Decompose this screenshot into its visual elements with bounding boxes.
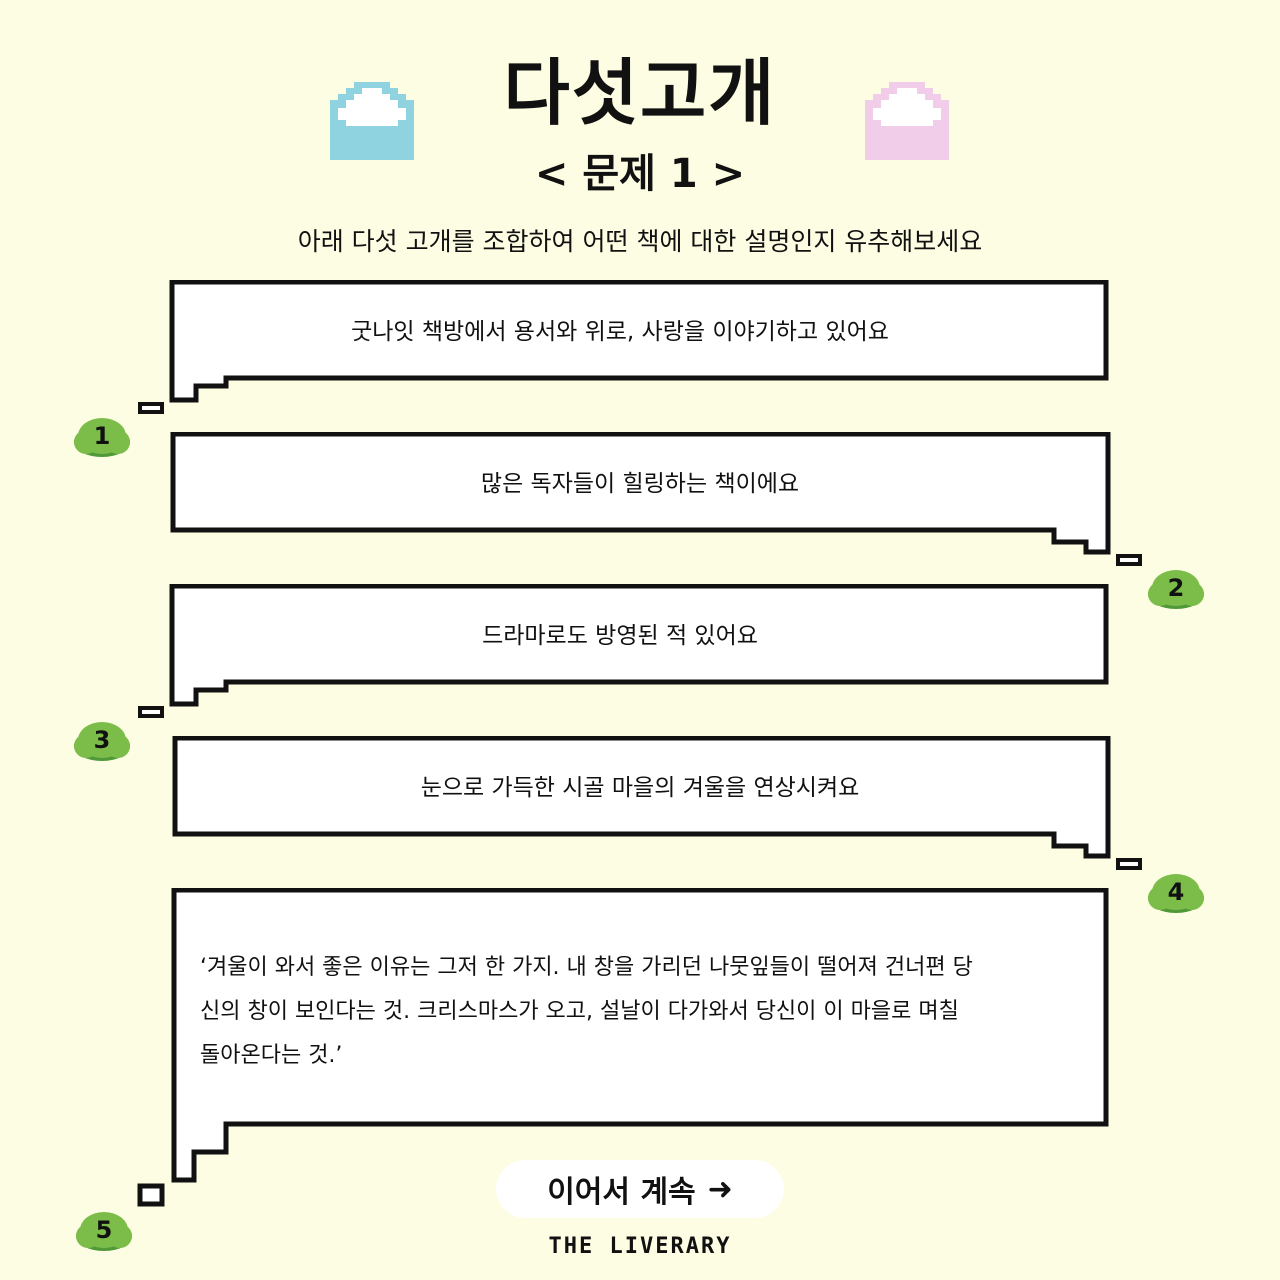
clue-bubble-5: ‘겨울이 와서 좋은 이유는 그저 한 가지. 내 창을 가리던 나뭇잎들이 떨… xyxy=(130,888,1110,1210)
clue-bubble-3: 드라마로도 방영된 적 있어요 xyxy=(130,584,1110,724)
green-bush-icon xyxy=(74,722,130,761)
green-bush-icon xyxy=(74,418,130,457)
clue-number-3: 3 xyxy=(93,726,111,754)
green-bush-icon xyxy=(76,1212,132,1251)
clue-number-2: 2 xyxy=(1167,574,1185,602)
clue-bubble-4: 눈으로 가득한 시골 마을의 겨울을 연상시켜요 xyxy=(170,736,1150,876)
green-bush-icon xyxy=(1148,570,1204,609)
continue-button-label: 이어서 계속 xyxy=(547,1175,696,1210)
clue-number-1: 1 xyxy=(93,422,111,450)
clue-number-5: 5 xyxy=(95,1216,113,1244)
clue-bubble-1: 굿나잇 책방에서 용서와 위로, 사랑을 이야기하고 있어요 xyxy=(130,280,1110,420)
page-subtitle: < 문제 1 > xyxy=(534,151,746,197)
pink-envelope-icon xyxy=(865,82,949,160)
clue-number-badge-5: 5 xyxy=(74,1206,134,1254)
green-bush-icon xyxy=(1148,874,1204,913)
page-title: 다섯고개 xyxy=(503,51,777,135)
clue-5-line-1: ‘겨울이 와서 좋은 이유는 그저 한 가지. 내 창을 가리던 나뭇잎들이 떨… xyxy=(200,955,973,980)
clue-text-3: 드라마로도 방영된 적 있어요 xyxy=(482,623,758,649)
clue-bubble-2: 많은 독자들이 힐링하는 책이에요 xyxy=(170,432,1150,572)
clue-number-badge-1: 1 xyxy=(72,412,132,460)
brand-footer: THE LIVERARY xyxy=(548,1234,732,1259)
blue-envelope-icon xyxy=(330,82,414,160)
clue-5-line-2: 신의 창이 보인다는 것. 크리스마스가 오고, 설날이 다가와서 당신이 이 … xyxy=(200,999,959,1024)
clue-text-2: 많은 독자들이 힐링하는 책이에요 xyxy=(480,471,800,497)
arrow-right-icon: ➜ xyxy=(707,1171,733,1207)
clue-number-badge-2: 2 xyxy=(1146,564,1206,612)
clue-text-5: ‘겨울이 와서 좋은 이유는 그저 한 가지. 내 창을 가리던 나뭇잎들이 떨… xyxy=(200,946,1000,1078)
clue-number-badge-3: 3 xyxy=(72,716,132,764)
clue-5-line-3: 돌아온다는 것.’ xyxy=(200,1043,343,1068)
continue-button[interactable]: 이어서 계속 ➜ xyxy=(496,1160,784,1218)
clue-number-badge-4: 4 xyxy=(1146,868,1206,916)
clue-text-1: 굿나잇 책방에서 용서와 위로, 사랑을 이야기하고 있어요 xyxy=(351,319,889,345)
instruction-text: 아래 다섯 고개를 조합하여 어떤 책에 대한 설명인지 유추해보세요 xyxy=(297,227,983,256)
clue-text-4: 눈으로 가득한 시골 마을의 겨울을 연상시켜요 xyxy=(420,775,860,801)
clue-number-4: 4 xyxy=(1167,878,1185,906)
